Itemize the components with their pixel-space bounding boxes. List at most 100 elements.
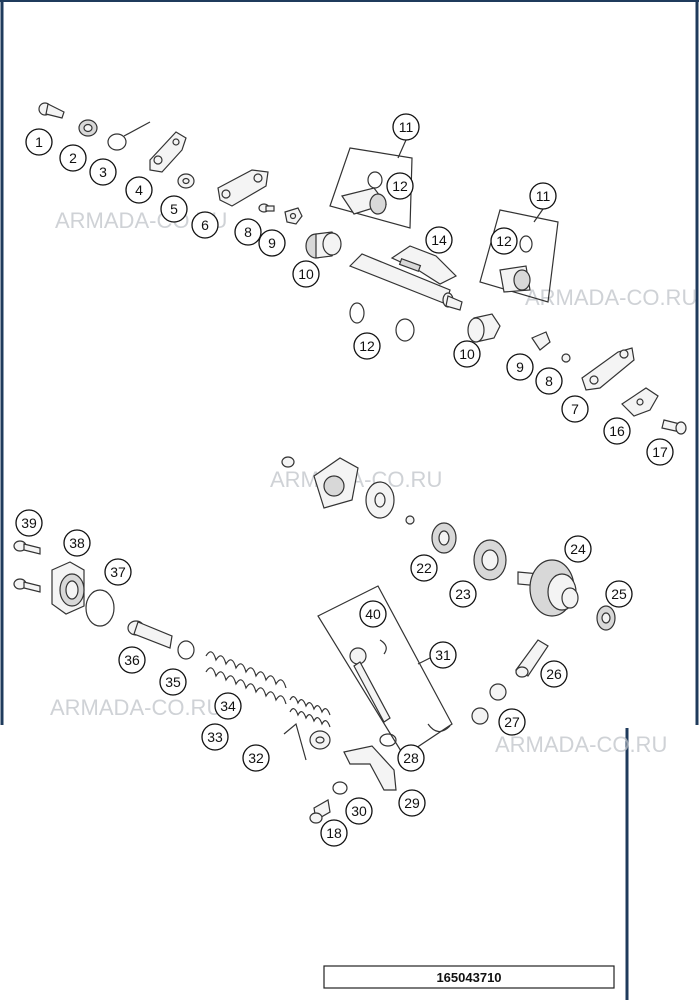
- callout-circle: [398, 789, 426, 817]
- callout-circle: [564, 535, 592, 563]
- callout-circle: [160, 195, 188, 223]
- watermark-text: ARMADA-CO.RU: [50, 695, 222, 720]
- part-spring-34: [205, 651, 287, 705]
- callout-16: 16: [603, 417, 631, 445]
- callout-4: 4: [125, 176, 153, 204]
- callout-circle: [15, 509, 43, 537]
- callout-26: 26: [540, 660, 568, 688]
- callout-6: 6: [191, 211, 219, 239]
- callout-7: 7: [561, 395, 589, 423]
- callout-circle: [201, 723, 229, 751]
- callout-circle: [63, 529, 91, 557]
- callout-number: 12: [496, 233, 512, 249]
- callout-number: 18: [326, 825, 342, 841]
- callout-34: 34: [214, 692, 242, 720]
- callout-circle: [214, 692, 242, 720]
- part-bolts-39: [13, 540, 41, 593]
- callout-circle: [191, 211, 219, 239]
- part-bracket-9-right: [531, 331, 551, 351]
- part-clip-32: [283, 722, 331, 761]
- callout-circle: [353, 332, 381, 360]
- callout-circle: [392, 113, 420, 141]
- callout-3: 3: [89, 158, 117, 186]
- callout-number: 6: [201, 217, 209, 233]
- part-arm-29: [343, 745, 397, 791]
- part-shaft-36: [127, 620, 173, 649]
- callout-10: 10: [453, 340, 481, 368]
- callout-31: 31: [429, 641, 457, 669]
- part-bolt-1: [38, 102, 65, 119]
- callout-circle: [320, 819, 348, 847]
- callout-number: 27: [504, 714, 520, 730]
- callout-25: 25: [605, 580, 633, 608]
- callout-number: 10: [298, 266, 314, 282]
- callout-number: 39: [21, 515, 37, 531]
- callout-circle: [359, 600, 387, 628]
- callout-number: 40: [365, 606, 381, 622]
- callout-circle: [529, 182, 557, 210]
- callout-circle: [118, 646, 146, 674]
- callout-number: 26: [546, 666, 562, 682]
- callout-number: 4: [135, 182, 143, 198]
- callout-number: 1: [35, 134, 43, 150]
- part-bushing-10: [305, 231, 342, 259]
- part-bushing-2: [78, 119, 98, 137]
- callout-37: 37: [104, 558, 132, 586]
- callout-circle: [429, 641, 457, 669]
- callout-number: 16: [609, 423, 625, 439]
- callout-35: 35: [159, 668, 187, 696]
- part-gear-24: [517, 559, 579, 617]
- part-bolt-18: [309, 799, 331, 824]
- callout-18: 18: [320, 819, 348, 847]
- part-oring-37: [85, 589, 115, 627]
- callout-number: 2: [69, 150, 77, 166]
- callout-number: 10: [459, 346, 475, 362]
- kit-box-11-left: [329, 139, 413, 229]
- callout-number: 34: [220, 698, 236, 714]
- callout-circle: [234, 218, 262, 246]
- part-shaft-14: [348, 245, 463, 311]
- callout-circle: [242, 744, 270, 772]
- callout-circle: [59, 144, 87, 172]
- callout-number: 11: [399, 119, 414, 135]
- callout-number: 22: [416, 560, 432, 576]
- callout-circle: [345, 797, 373, 825]
- callout-32: 32: [242, 744, 270, 772]
- callout-number: 7: [571, 401, 579, 417]
- callout-39: 39: [15, 509, 43, 537]
- callout-number: 35: [165, 674, 181, 690]
- callout-number: 38: [69, 535, 85, 551]
- callout-29: 29: [398, 789, 426, 817]
- diagram-code: 165043710: [436, 970, 501, 985]
- callout-circle: [603, 417, 631, 445]
- watermark-text: ARMADA-CO.RU: [495, 732, 667, 757]
- callout-38: 38: [63, 529, 91, 557]
- part-cover-38: [51, 561, 85, 615]
- callout-number: 30: [351, 803, 367, 819]
- watermarks: ARMADA-CO.RU ARMADA-CO.RU ARMADA-CO.RU A…: [50, 208, 697, 757]
- callout-number: 8: [545, 373, 553, 389]
- callout-number: 3: [99, 164, 107, 180]
- callout-number: 32: [248, 750, 264, 766]
- part-orings-12: [349, 302, 415, 342]
- callout-2: 2: [59, 144, 87, 172]
- callout-circle: [104, 558, 132, 586]
- callout-circle: [386, 172, 414, 200]
- part-bearing-25: [596, 605, 616, 631]
- callout-number: 14: [431, 232, 447, 248]
- callout-number: 37: [110, 564, 126, 580]
- callout-number: 25: [611, 586, 627, 602]
- callout-8: 8: [234, 218, 262, 246]
- callout-number: 23: [455, 586, 471, 602]
- callout-circle: [258, 229, 286, 257]
- callout-circle: [449, 580, 477, 608]
- callout-circle: [397, 744, 425, 772]
- callout-number: 28: [403, 750, 419, 766]
- callout-12: 12: [386, 172, 414, 200]
- callout-circle: [25, 128, 53, 156]
- callout-11: 11: [529, 182, 557, 210]
- part-cam-assembly: [281, 456, 415, 525]
- part-washer-28: [379, 733, 397, 747]
- callout-circle: [535, 367, 563, 395]
